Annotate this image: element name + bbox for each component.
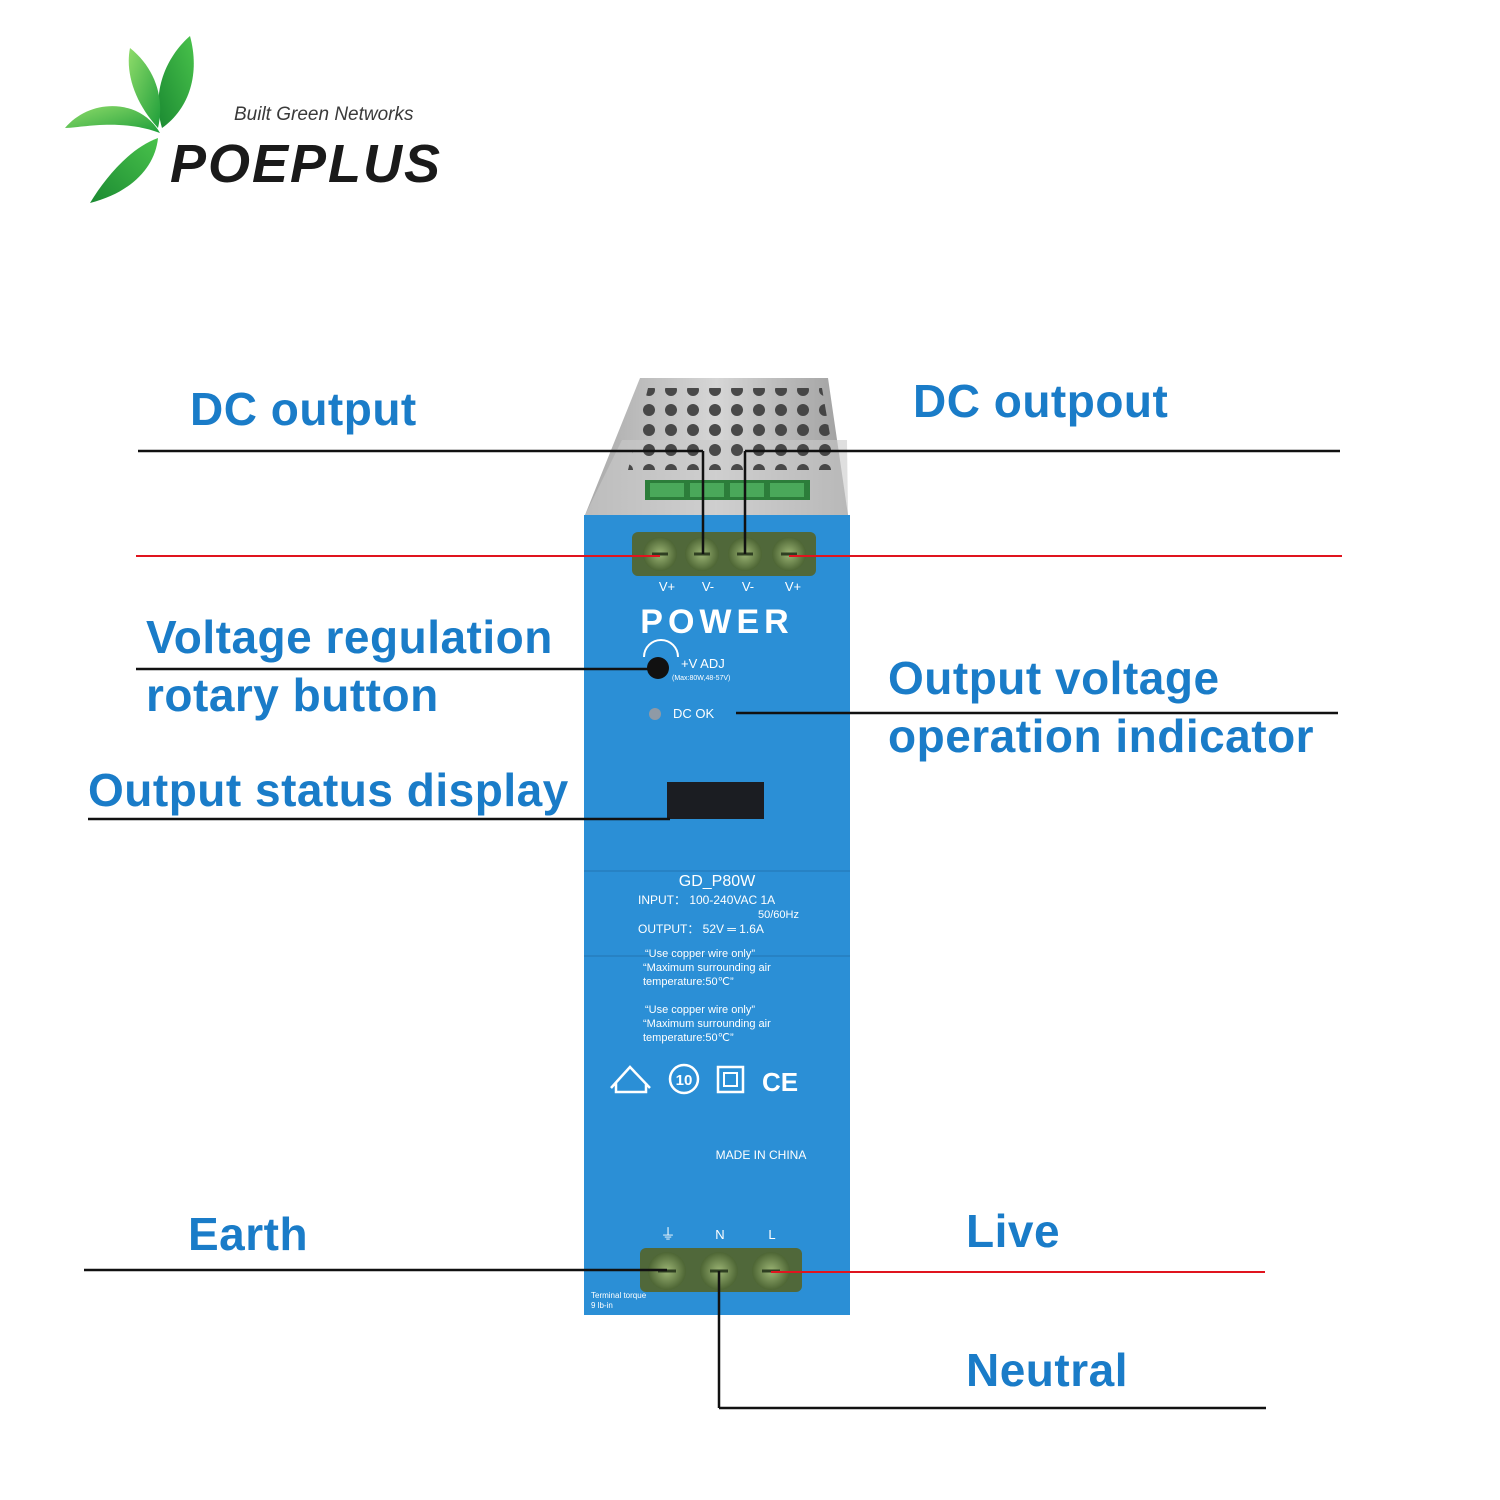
callout-voltage-regulation-line2: rotary button <box>146 669 439 721</box>
note-line: “Maximum surrounding air <box>643 1018 771 1030</box>
leaf-logo-icon <box>65 36 194 203</box>
ce-mark-icon: CE <box>762 1067 798 1097</box>
made-in-label: MADE IN CHINA <box>716 1148 807 1162</box>
note-line: temperature:50℃” <box>643 1032 734 1044</box>
callout-dc-output-left: DC output <box>190 383 417 435</box>
top-terminal-block <box>632 532 816 576</box>
dc-ok-label: DC OK <box>673 706 715 721</box>
callout-output-voltage-line2: operation indicator <box>888 710 1315 762</box>
ten-year-label: 10 <box>676 1072 693 1089</box>
terminal-label-v-minus: V- <box>742 579 754 594</box>
leader-lines <box>84 449 1342 1410</box>
note-line: “Use copper wire only” <box>645 948 755 960</box>
top-casing <box>585 378 848 515</box>
terminal-label-n: N <box>715 1227 724 1242</box>
callout-output-voltage-line1: Output voltage <box>888 652 1220 704</box>
house-icon <box>610 1065 651 1094</box>
dc-ok-led <box>649 708 661 720</box>
earth-symbol-icon: ⏚ <box>660 1226 675 1243</box>
input-frequency: 50/60Hz <box>758 909 799 921</box>
note-line: “Use copper wire only” <box>645 1004 755 1016</box>
adjust-arc-icon <box>643 639 679 658</box>
terminal-label-v-minus: V- <box>702 579 714 594</box>
output-spec: OUTPUT： 52V ═ 1.6A <box>638 922 764 936</box>
callout-voltage-regulation-line1: Voltage regulation <box>146 611 553 663</box>
note-line: “Maximum surrounding air <box>643 962 771 974</box>
adj-label: +V ADJ <box>681 656 725 671</box>
torque-note: Terminal torque <box>591 1291 647 1300</box>
ten-year-icon: 10 <box>668 1063 700 1095</box>
note-line: temperature:50℃” <box>643 976 734 988</box>
adj-sub-label: (Max:80W,48-57V) <box>672 675 730 682</box>
terminal-label-v-plus: V+ <box>785 579 801 594</box>
device-body <box>584 515 850 1315</box>
voltage-adjust-knob <box>647 657 669 679</box>
callout-dc-output-right: DC outpout <box>913 375 1169 427</box>
output-status-display <box>667 782 764 819</box>
torque-note: 9 lb-in <box>591 1301 613 1310</box>
terminal-label-v-plus: V+ <box>659 579 675 594</box>
terminal-label-l: L <box>768 1227 775 1242</box>
callout-output-status: Output status display <box>88 764 569 816</box>
double-insulation-icon <box>716 1065 745 1094</box>
callout-neutral: Neutral <box>966 1344 1128 1396</box>
brand-tagline: Built Green Networks <box>234 104 414 125</box>
callout-live: Live <box>966 1205 1061 1257</box>
model-label: GD_P80W <box>679 873 756 890</box>
input-spec: INPUT： 100-240VAC 1A <box>638 893 775 907</box>
power-label: POWER <box>640 603 793 641</box>
brand-name: POEPLUS <box>170 134 443 194</box>
callout-earth: Earth <box>188 1208 309 1260</box>
